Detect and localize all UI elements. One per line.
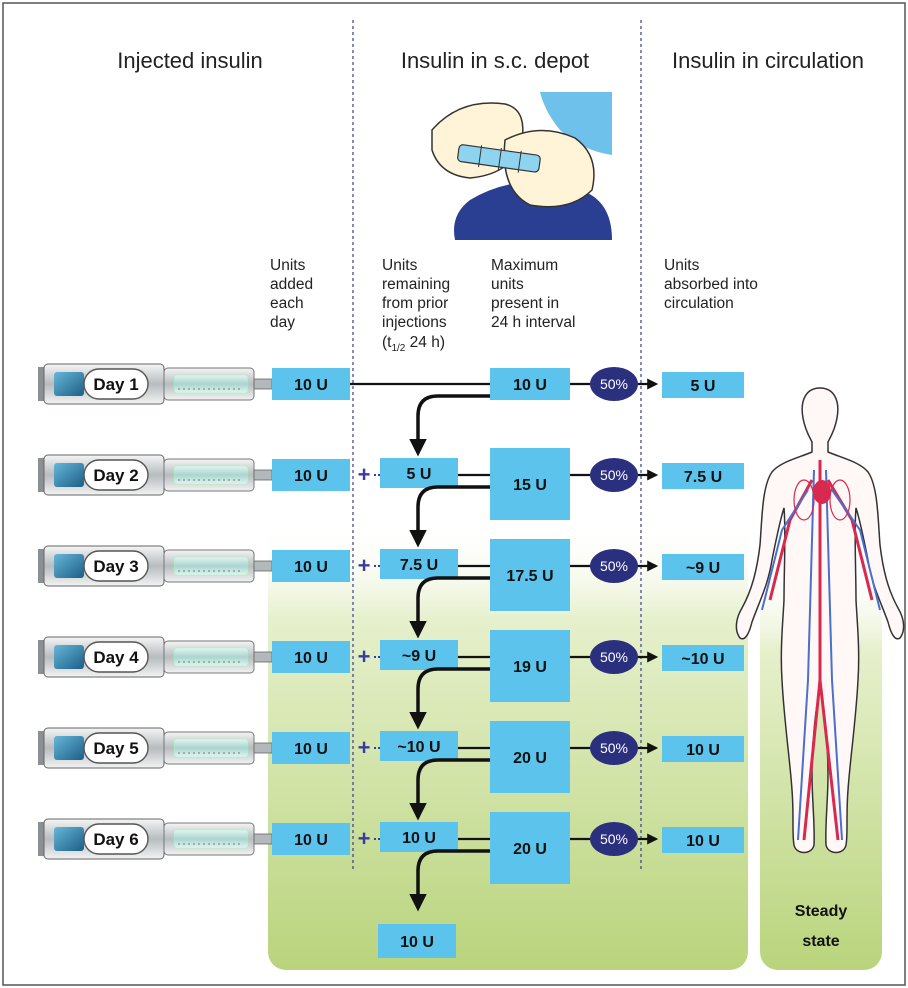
- max-units-label: 15 U: [513, 477, 547, 494]
- max-units-label: 20 U: [513, 841, 547, 858]
- header-circulation: Insulin in circulation: [672, 48, 864, 73]
- syringe-end-cap: [38, 822, 44, 856]
- steady-state-label: Steady: [795, 903, 848, 920]
- plus-sign: +: [358, 553, 371, 578]
- absorbed-units-label: 10 U: [686, 742, 720, 759]
- absorbed-units-label: 5 U: [691, 378, 716, 395]
- steady-state-label: state: [802, 933, 839, 950]
- absorbed-line: absorbed into: [664, 276, 758, 293]
- fraction-label: 50%: [600, 831, 628, 847]
- fraction-label: 50%: [600, 558, 628, 574]
- units-added-line: Units: [270, 257, 306, 274]
- final-carryover-label: 10 U: [400, 934, 434, 951]
- plus-sign: +: [358, 644, 371, 669]
- syringe-day-2: Day 2: [38, 455, 272, 495]
- day-label: Day 4: [93, 648, 139, 667]
- maximum-units-line: units: [491, 276, 524, 293]
- syringe-color-band: [54, 463, 84, 487]
- units-added-line: added: [270, 276, 313, 293]
- insulin-fluid: [174, 466, 248, 484]
- insulin-fluid: [174, 739, 248, 757]
- remaining-units-label: ~9 U: [402, 648, 436, 665]
- absorbed-units-label: ~9 U: [686, 560, 720, 577]
- half-life-subscript: 1/2: [391, 343, 405, 354]
- fraction-label: 50%: [600, 467, 628, 483]
- maximum-units-line: present in: [491, 295, 559, 312]
- syringe-hub: [254, 834, 272, 844]
- day-label: Day 3: [93, 557, 138, 576]
- syringe-end-cap: [38, 731, 44, 765]
- units-remaining-line: from prior: [382, 295, 448, 312]
- units-added-line: day: [270, 314, 295, 331]
- remaining-units-label: ~10 U: [397, 739, 440, 756]
- fraction-label: 50%: [600, 649, 628, 665]
- day-label: Day 5: [93, 739, 138, 758]
- fraction-label: 50%: [600, 740, 628, 756]
- syringe-end-cap: [38, 458, 44, 492]
- day-label: Day 2: [93, 466, 138, 485]
- max-units-label: 17.5 U: [506, 568, 553, 585]
- syringe-hub: [254, 470, 272, 480]
- remaining-units-label: 10 U: [402, 830, 436, 847]
- added-units-label: 10 U: [294, 468, 328, 485]
- syringe-hub: [254, 379, 272, 389]
- syringe-color-band: [54, 827, 84, 851]
- units-remaining-line: injections: [382, 314, 447, 331]
- insulin-fluid: [174, 557, 248, 575]
- syringe-end-cap: [38, 549, 44, 583]
- day-label: Day 6: [93, 830, 138, 849]
- syringe-day-6: Day 6: [38, 819, 272, 859]
- insulin-fluid: [174, 830, 248, 848]
- insulin-fluid: [174, 375, 248, 393]
- syringe-color-band: [54, 372, 84, 396]
- units-remaining-line: Units: [382, 257, 418, 274]
- plus-sign: +: [358, 735, 371, 760]
- remaining-units-label: 7.5 U: [400, 557, 438, 574]
- absorbed-units-label: 7.5 U: [684, 469, 722, 486]
- syringe-day-3: Day 3: [38, 546, 272, 586]
- syringe-day-5: Day 5: [38, 728, 272, 768]
- fraction-label: 50%: [600, 376, 628, 392]
- added-units-label: 10 U: [294, 377, 328, 394]
- max-units-label: 20 U: [513, 750, 547, 767]
- syringe-color-band: [54, 736, 84, 760]
- absorbed-line: Units: [664, 257, 700, 274]
- day-label: Day 1: [93, 375, 138, 394]
- syringe-day-1: Day 1: [38, 364, 272, 404]
- syringe-day-4: Day 4: [38, 637, 272, 677]
- syringe-color-band: [54, 554, 84, 578]
- units-remaining-line: remaining: [382, 276, 450, 293]
- added-units-label: 10 U: [294, 559, 328, 576]
- header-depot: Insulin in s.c. depot: [401, 48, 589, 73]
- plus-sign: +: [358, 826, 371, 851]
- max-units-label: 10 U: [513, 377, 547, 394]
- syringe-hub: [254, 561, 272, 571]
- syringe-hub: [254, 652, 272, 662]
- maximum-units-line: Maximum: [491, 257, 558, 274]
- absorbed-units-label: ~10 U: [681, 651, 724, 668]
- half-life-suffix: 24 h): [405, 334, 445, 351]
- syringe-hub: [254, 743, 272, 753]
- syringe-end-cap: [38, 640, 44, 674]
- max-units-label: 19 U: [513, 659, 547, 676]
- added-units-label: 10 U: [294, 650, 328, 667]
- units-added-line: each: [270, 295, 304, 312]
- absorbed-units-label: 10 U: [686, 833, 720, 850]
- syringe-end-cap: [38, 367, 44, 401]
- added-units-label: 10 U: [294, 741, 328, 758]
- added-units-label: 10 U: [294, 832, 328, 849]
- insulin-fluid: [174, 648, 248, 666]
- maximum-units-line: 24 h interval: [491, 314, 575, 331]
- remaining-units-label: 5 U: [407, 466, 432, 483]
- injection-illustration: [430, 90, 612, 240]
- absorbed-line: circulation: [664, 295, 734, 312]
- plus-sign: +: [358, 462, 371, 487]
- syringe-color-band: [54, 645, 84, 669]
- header-injected: Injected insulin: [117, 48, 263, 73]
